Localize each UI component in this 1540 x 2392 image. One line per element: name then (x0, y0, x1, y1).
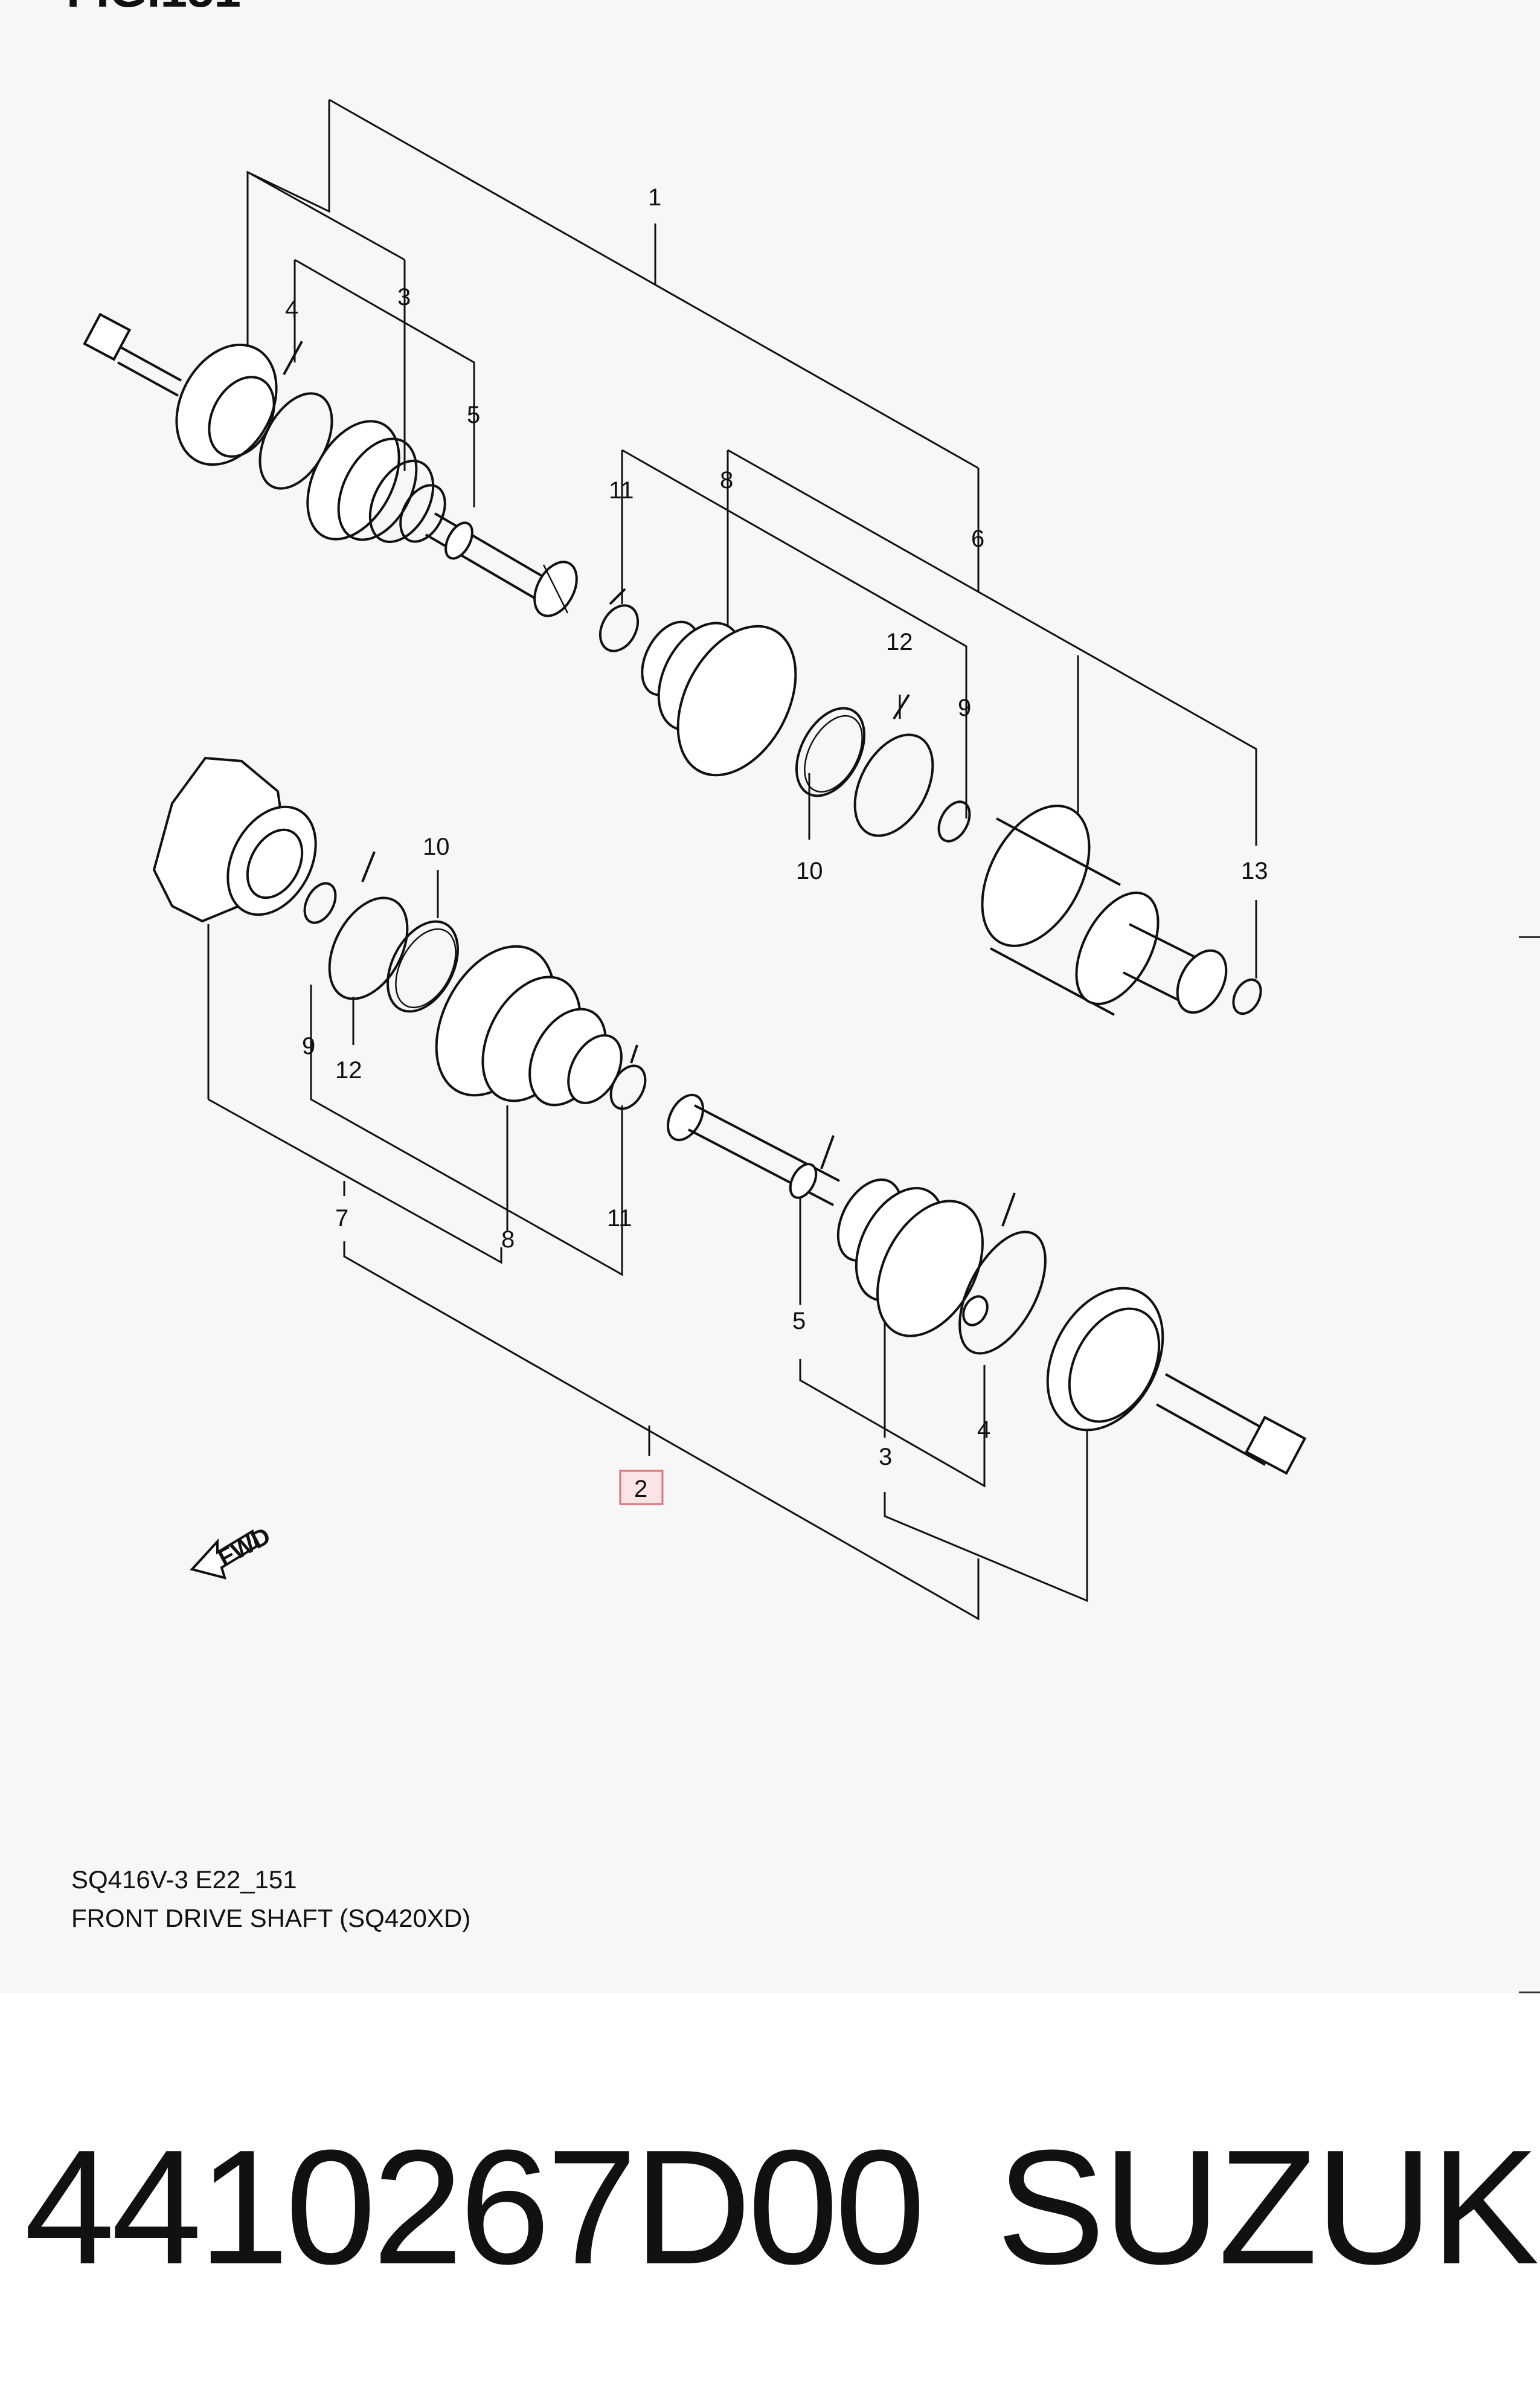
callout-labels: 1 3 4 5 11 8 6 12 9 10 13 10 9 12 7 8 11… (285, 184, 1268, 1505)
part-number: 4410267D00 (24, 2117, 925, 2298)
lower-flange-joint (152, 756, 317, 923)
upper-circlip-9 (937, 800, 971, 843)
callout-8-top: 8 (720, 467, 733, 494)
callout-11-top: 11 (609, 477, 634, 504)
callout-6: 6 (971, 526, 984, 552)
upper-outer-boot (641, 620, 797, 777)
brand-name: SUZUKI (996, 2117, 1540, 2298)
callout-5-bottom: 5 (792, 1308, 806, 1334)
upper-inner-boot (306, 420, 446, 543)
callout-12-top: 12 (886, 629, 913, 655)
upper-circlip-13 (1232, 978, 1262, 1015)
upper-ring-10 (795, 707, 866, 797)
lower-inner-boot (836, 1178, 984, 1337)
callout-4-top: 4 (285, 296, 298, 323)
callout-1: 1 (648, 184, 661, 211)
figure-title: FIG.151 (66, 0, 241, 18)
callout-8-bottom: 8 (501, 1226, 515, 1253)
lower-shaft (667, 1093, 840, 1206)
lower-small-clamp (609, 1044, 647, 1110)
callout-9-bottom: 9 (302, 1033, 315, 1059)
upper-shaft (425, 512, 578, 617)
lower-band-12 (328, 851, 409, 1000)
diagram-title: FRONT DRIVE SHAFT (SQ420XD) (71, 1904, 471, 1932)
upper-small-clamp (598, 588, 640, 652)
upper-outer-cv-joint (981, 805, 1228, 1016)
callout-3-top: 3 (397, 284, 411, 310)
lower-inner-boot-band (958, 1192, 1047, 1355)
callout-7: 7 (335, 1205, 348, 1232)
callout-2-highlight-box (619, 1470, 664, 1505)
callout-9-top: 9 (958, 695, 971, 721)
callout-11-bottom: 11 (607, 1205, 632, 1232)
upper-inner-cv-joint (83, 312, 278, 466)
diagram-sheet (0, 0, 1540, 1993)
exploded-parts-diagram: FWD 1 3 4 5 11 8 6 12 9 10 13 10 9 12 7 … (83, 98, 1307, 1621)
leader-lines-upper (246, 98, 1257, 979)
lower-outer-boot (435, 945, 623, 1107)
diagram-code: SQ416V-3 E22_151 (71, 1865, 297, 1894)
fwd-arrow-icon: FWD (190, 1522, 275, 1580)
lower-circlip-9 (303, 882, 337, 924)
edge-tick-bottom (1519, 1992, 1540, 1993)
callout-10-top: 10 (796, 858, 823, 884)
leader-lines-lower (207, 870, 1088, 1621)
callout-10-bottom: 10 (423, 834, 450, 860)
callout-2: 2 (634, 1476, 647, 1502)
fwd-label: FWD (214, 1522, 275, 1572)
callout-12-bottom: 12 (335, 1057, 362, 1084)
callout-4-bottom: 4 (977, 1416, 990, 1443)
callout-5-top: 5 (467, 402, 480, 428)
lower-inner-cv-joint (1046, 1287, 1307, 1475)
edge-tick-right (1519, 936, 1540, 938)
callout-3-bottom: 3 (879, 1444, 892, 1470)
callout-13: 13 (1241, 858, 1268, 884)
upper-band-12 (853, 693, 934, 837)
lower-ring-10 (387, 920, 459, 1013)
